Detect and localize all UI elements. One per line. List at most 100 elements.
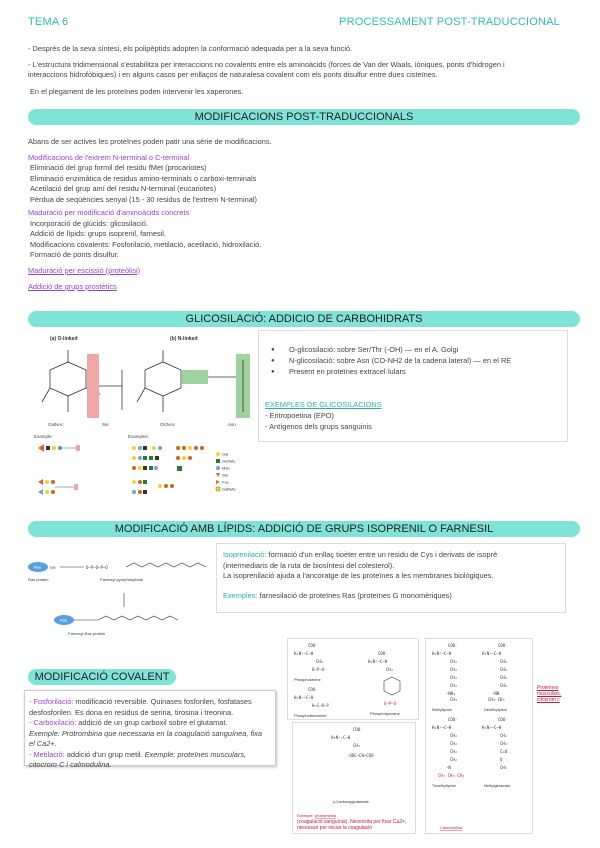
svg-text:CH₃ CH₃: CH₃ CH₃ <box>488 697 505 702</box>
examples-label: Exemples: <box>223 590 258 600</box>
svg-text:O–P–O–P–O: O–P–O–P–O <box>86 565 108 570</box>
ras-protein-label: Ras protein <box>28 577 48 582</box>
svg-text:⁻OOC–CH–COO⁻: ⁻OOC–CH–COO⁻ <box>347 753 376 758</box>
svg-text:CH₂: CH₂ <box>450 749 457 754</box>
svg-text:CH₂: CH₂ <box>450 757 457 762</box>
methyl-example: Exemple: proteïnes musculars, citocrom C… <box>29 749 247 770</box>
svg-text:Fuc: Fuc <box>222 480 229 485</box>
intro-line: En el plegament de les proteïnes poden i… <box>30 86 244 96</box>
glyco-example-1: - Eritropoetina (EPO) <box>265 411 335 420</box>
svg-text:O–P–O⁻: O–P–O⁻ <box>384 701 398 706</box>
methylglutamate-label: Methylglutamate <box>484 784 510 788</box>
isoprenylation-def-2: (intermediaris de la ruta de biosíntesi … <box>223 560 395 570</box>
glcnac-ring-structure <box>136 350 182 412</box>
intro-line: - Després de la seva síntesi, els polipè… <box>28 44 353 53</box>
methyllysine-label: Methyllysine <box>432 708 452 712</box>
glycan-legend: Gal GlcNAc Man Sia Fuc GalNAc <box>215 452 236 492</box>
svg-text:COO⁻: COO⁻ <box>308 687 318 692</box>
svg-text:CH₂: CH₂ <box>353 743 360 748</box>
svg-text:Ras: Ras <box>34 565 41 570</box>
svg-text:COO⁻: COO⁻ <box>498 643 508 648</box>
svg-text:CH₂: CH₂ <box>450 675 457 680</box>
isoprenylation-label: Isoprenilació: <box>223 550 267 559</box>
examples-text: farnesilació de proteïnes Ras (proteïnes… <box>257 590 452 600</box>
svg-text:H₃N⁺–C–H: H₃N⁺–C–H <box>331 735 351 740</box>
farnesyl-pp-label: Farnesyl pyrophosphate <box>100 577 144 582</box>
svg-text:CH₂: CH₂ <box>450 659 457 664</box>
svg-text:H₃N⁺–C–H: H₃N⁺–C–H <box>432 651 452 656</box>
asn-label: Asn <box>228 422 236 427</box>
svg-text:SH: SH <box>50 565 56 570</box>
bullet-item: O-glicosilació: sobre Ser/Thr (-OH) — en… <box>267 344 575 356</box>
calmodulina-label: Calmodulina <box>440 825 463 830</box>
list-item: Addició de lípids: grups isoprenil, farn… <box>30 229 166 238</box>
svg-text:H₃N⁺–C–H: H₃N⁺–C–H <box>482 651 502 656</box>
svg-text:CH₂: CH₂ <box>386 667 393 672</box>
protrombina-note-text: (coagulació sanguínia). Necessita per fi… <box>297 819 407 831</box>
methyl-structures-box: COO⁻ H₃N⁺–C–H CH₂ CH₂ CH₂ CH₂ ⁺NH₂ CH₃ COO⁻ H₃N⁺… <box>425 638 533 834</box>
section-banner-modifications: MODIFICACIONS POST-TRADUCCIONALS <box>28 109 580 125</box>
svg-text:H₃N⁺–C–H: H₃N⁺–C–H <box>482 725 502 730</box>
mods-lead: Abans de ser actives les proteïnes poden… <box>28 137 272 146</box>
group-title: Modificacions de l'extrem N-terminal o C… <box>28 152 190 162</box>
svg-text:CH₃: CH₃ <box>500 765 507 770</box>
svg-text:CH₂: CH₂ <box>500 741 507 746</box>
page-header: TEMA 6 PROCESSAMENT POST-TRADUCCIONAL <box>28 16 560 28</box>
ser-label: Ser <box>102 422 110 427</box>
topic-title: TEMA 6 <box>28 16 69 28</box>
group-title-link[interactable]: Addició de grups prostètics <box>28 282 117 291</box>
svg-text:Gal: Gal <box>222 452 228 457</box>
svg-text:CH₂: CH₂ <box>500 675 507 680</box>
covalent-text: - Fosforilació: modificació reversible. … <box>29 697 269 771</box>
glycan-tree-example-small <box>38 444 80 452</box>
svg-text:COO⁻: COO⁻ <box>498 717 508 722</box>
section-banner-lipids: MODIFICACIÓ AMB LÍPIDS: ADDICIÓ DE GRUPS… <box>28 521 580 537</box>
list-item: Modificacions covalents: Fosforilació, m… <box>30 239 262 249</box>
glycosylation-figure: (a) O-linked (b) N-linked GalNAc Ser <box>30 330 268 502</box>
group-title-link[interactable]: Maduració per escissió (proteòlisi) <box>28 265 141 275</box>
banner-text: MODIFICACIÓ AMB LÍPIDS: ADDICIÓ DE GRUPS… <box>114 523 494 535</box>
section-banner-covalent: MODIFICACIÓ COVALENT <box>28 669 176 685</box>
svg-text:CH₂: CH₂ <box>500 733 507 738</box>
isoprenylation-role: La isoprenilació ajuda a l'ancoratge de … <box>223 571 494 580</box>
svg-text:CH₂: CH₂ <box>500 659 507 664</box>
svg-text:CH₂: CH₂ <box>500 667 507 672</box>
svg-text:COO⁻: COO⁻ <box>448 717 458 722</box>
svg-text:⁺NH₂: ⁺NH₂ <box>446 691 456 696</box>
svg-text:Ras: Ras <box>60 618 67 623</box>
isoprenylation-def: formació d'un enllaç tioèter entre un re… <box>266 550 498 559</box>
phosphothreonine-label: Phosphothreonine <box>294 713 327 718</box>
farnesyl-ras-label: Farnesyl-Ras protein <box>68 631 105 636</box>
svg-text:CH₂: CH₂ <box>500 683 507 688</box>
svg-text:COO⁻: COO⁻ <box>448 643 458 648</box>
glyco-examples-title[interactable]: EXEMPLES DE GLICOSILACIONS <box>265 400 382 409</box>
banner-text: MODIFICACIÓ COVALENT <box>34 671 170 683</box>
carboxy-text: addició de un grup carboxil sobre el glu… <box>76 718 228 727</box>
svg-text:CH₃ CH₃ CH₃: CH₃ CH₃ CH₃ <box>438 773 465 778</box>
bullet-item: N-glicosilació: sobre Asn (CO-NH2 de la … <box>267 355 575 367</box>
svg-text:COO⁻: COO⁻ <box>378 651 388 656</box>
svg-text:CH₂: CH₂ <box>450 683 457 688</box>
o-linked-label: (a) O-linked <box>50 336 78 342</box>
list-item: Pèrdua de seqüències senyal (15 - 30 res… <box>30 194 257 204</box>
carboxy-example: Exemple: Protrombina que necessaria en l… <box>29 728 262 749</box>
example-label: Example: <box>34 434 53 439</box>
list-item: Eliminació del grup formil del residu fM… <box>30 163 207 172</box>
banner-text: MODIFICACIONS POST-TRADUCCIONALS <box>194 111 414 123</box>
glycan-tree-example-row-2 <box>132 456 192 460</box>
svg-text:C=O: C=O <box>500 749 508 754</box>
muscle-proteins-note: Proteïnes musculars, citocrom c <box>537 685 562 703</box>
farnesyl-ras-shape <box>54 615 74 625</box>
svg-text:O: O <box>500 757 503 762</box>
methyl-text: addició d'un grup metil. <box>64 749 145 759</box>
glycosylation-info-box: O-glicosilació: sobre Ser/Thr (-OH) — en… <box>258 330 568 442</box>
phosphotyrosine-label: Phosphotyrosine <box>370 711 401 716</box>
farnesylation-figure: Ras SH O–P–O–P–O Ras protein Farnesyl py… <box>24 545 218 640</box>
phospho-label: - Fosforilació: <box>29 697 74 706</box>
covalent-info-box: - Fosforilació: modificació reversible. … <box>24 690 276 769</box>
list-item: Incorporació de glúcids: glicosilació. <box>30 218 148 228</box>
svg-text:H₃N⁺–C–H: H₃N⁺–C–H <box>294 695 314 700</box>
glycosylation-bullets: O-glicosilació: sobre Ser/Thr (-OH) — en… <box>267 344 575 378</box>
carboxyglutamate-box: COO⁻ H₃N⁺–C–H CH₂ ⁻OOC–CH–COO⁻ γ-Carboxy… <box>292 722 416 834</box>
modifications-list: Abans de ser actives les proteïnes poden… <box>28 137 580 293</box>
